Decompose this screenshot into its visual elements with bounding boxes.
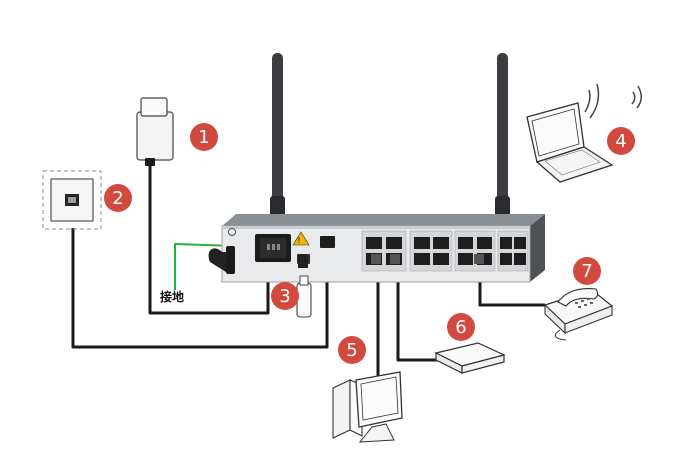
- ground-terminal: [228, 228, 236, 236]
- badge-7: 7: [573, 257, 601, 285]
- usb-port: [298, 254, 308, 268]
- badge-1: 1: [190, 123, 218, 151]
- power-cable: [148, 168, 270, 315]
- line-port: [320, 236, 335, 248]
- svg-text:5: 5: [346, 340, 357, 361]
- antenna-right: [497, 53, 508, 221]
- svg-text:1: 1: [198, 127, 209, 148]
- lan-ports-group-2: [409, 230, 453, 272]
- svg-text:!: !: [297, 236, 300, 245]
- badge-5: 5: [338, 336, 366, 364]
- ground-label: 接地: [160, 289, 184, 304]
- badge-3: 3: [271, 282, 299, 310]
- svg-text:4: 4: [615, 131, 626, 152]
- laptop-icon: [526, 102, 614, 183]
- svg-text:6: 6: [455, 317, 466, 338]
- power-inlet: [255, 234, 291, 262]
- desktop-pc-icon: [332, 371, 403, 443]
- antenna-left: [272, 53, 283, 221]
- badge-6: 6: [447, 313, 475, 341]
- phone-ports-group-4: [497, 230, 529, 272]
- lan-ports-group-1: [361, 230, 407, 272]
- gateway-device: !: [221, 214, 545, 283]
- warning-icon: [292, 231, 310, 246]
- phone-ports-group-3: [454, 230, 496, 272]
- stb-ethernet-cable: [396, 262, 437, 362]
- telephone-icon: [543, 287, 614, 341]
- svg-text:3: 3: [279, 286, 290, 307]
- wifi-signal-icon: [584, 83, 642, 119]
- badge-2: 2: [104, 184, 132, 212]
- svg-text:2: 2: [112, 188, 123, 209]
- phone-line-cable: [71, 228, 329, 349]
- ground-wire: [174, 242, 237, 290]
- set-top-box-icon: [434, 342, 506, 374]
- badge-4: 4: [607, 127, 635, 155]
- wall-socket-icon: [42, 170, 102, 230]
- svg-text:7: 7: [581, 261, 592, 282]
- power-adapter-icon: [136, 97, 174, 170]
- ground-clamp: [208, 246, 235, 274]
- antennas: [270, 53, 510, 222]
